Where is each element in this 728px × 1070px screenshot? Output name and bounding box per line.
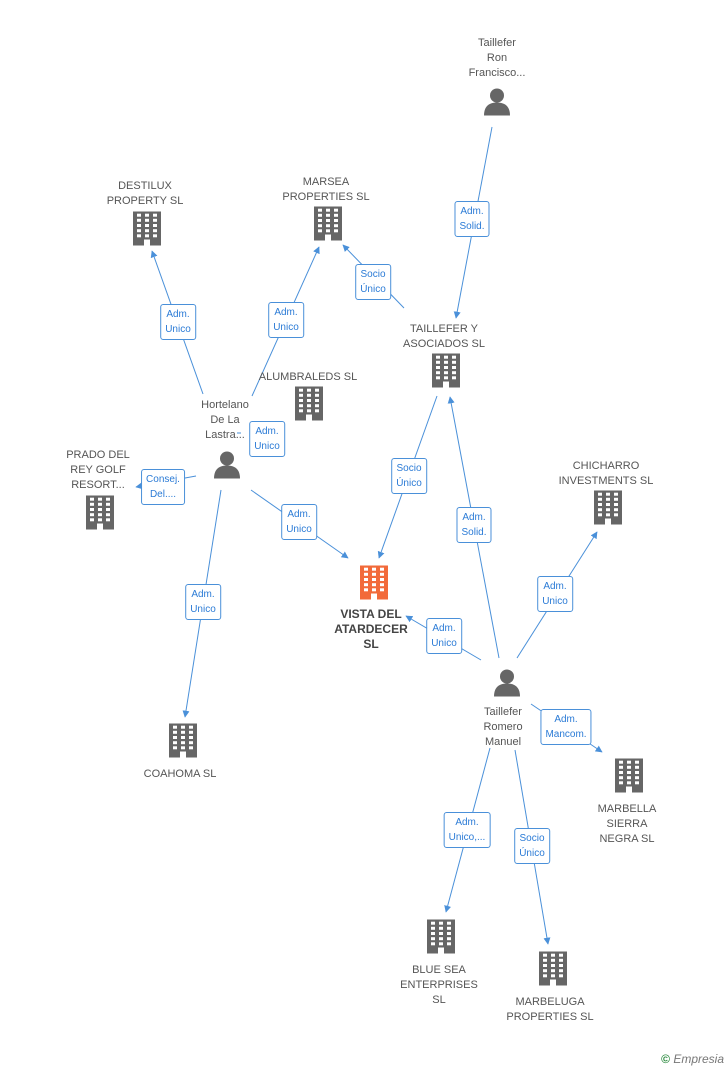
edge-label-taillefer_romero-to-blue_sea[interactable]: Adm. Unico,... bbox=[443, 812, 491, 848]
edge-label-taillefer_asociados-to-vista[interactable]: Socio Único bbox=[391, 458, 427, 494]
node-label-chicharro[interactable]: CHICHARRO INVESTMENTS SL bbox=[558, 460, 654, 487]
edges-layer bbox=[135, 126, 603, 945]
node-label-destilux[interactable]: DESTILUX PROPERTY SL bbox=[106, 180, 184, 207]
node-label-taillefer_ron[interactable]: Taillefer Ron Francisco... bbox=[468, 37, 526, 79]
building-icon-coahoma[interactable] bbox=[169, 723, 197, 763]
node-label-taillefer_asociados[interactable]: TAILLEFER Y ASOCIADOS SL bbox=[403, 323, 485, 350]
building-icon-marbeluga[interactable] bbox=[539, 951, 567, 991]
edge-label-taillefer_romero-to-taillefer_asociados[interactable]: Adm. Solid. bbox=[456, 507, 492, 543]
edge-label-taillefer_romero-to-chicharro[interactable]: Adm. Unico bbox=[537, 576, 573, 612]
node-label-alumbraleds[interactable]: ALUMBRALEDS SL bbox=[258, 371, 358, 383]
building-icon-chicharro[interactable] bbox=[594, 490, 622, 530]
footer-brand: © Empresia bbox=[661, 1052, 724, 1066]
building-icon-destilux[interactable] bbox=[133, 211, 161, 251]
edge-label-hortelano-to-marsea[interactable]: Adm. Unico bbox=[268, 302, 304, 338]
node-label-marbella_sierra[interactable]: MARBELLA SIERRA NEGRA SL bbox=[597, 803, 657, 845]
edge-label-hortelano-to-destilux[interactable]: Adm. Unico bbox=[160, 304, 196, 340]
edge-label-taillefer_romero-to-marbella_sierra[interactable]: Adm. Mancom. bbox=[540, 709, 592, 745]
node-label-blue_sea[interactable]: BLUE SEA ENTERPRISES SL bbox=[400, 964, 478, 1006]
building-icon-marbella_sierra[interactable] bbox=[615, 758, 643, 798]
node-label-marsea[interactable]: MARSEA PROPERTIES SL bbox=[282, 176, 370, 203]
copyright-symbol: © bbox=[661, 1052, 670, 1066]
edge-label-taillefer_romero-to-marbeluga[interactable]: Socio Único bbox=[514, 828, 550, 864]
node-label-coahoma[interactable]: COAHOMA SL bbox=[143, 768, 217, 780]
node-label-hortelano[interactable]: Hortelano De La Lastra... bbox=[201, 399, 249, 441]
building-icon-taillefer_asociados[interactable] bbox=[432, 353, 460, 393]
node-label-prado[interactable]: PRADO DEL REY GOLF RESORT... bbox=[66, 449, 130, 491]
building-icon-marsea[interactable] bbox=[314, 206, 342, 246]
person-icon-taillefer_romero[interactable] bbox=[493, 669, 521, 702]
edge-label-hortelano-to-coahoma[interactable]: Adm. Unico bbox=[185, 584, 221, 620]
edge-label-hortelano-to-prado[interactable]: Consej. Del.... bbox=[141, 469, 185, 505]
node-label-marbeluga[interactable]: MARBELUGA PROPERTIES SL bbox=[506, 996, 594, 1023]
edge-label-taillefer_asociados-to-marsea[interactable]: Socio Único bbox=[355, 264, 391, 300]
edge-label-taillefer_romero-to-vista[interactable]: Adm. Unico bbox=[426, 618, 462, 654]
person-icon-taillefer_ron[interactable] bbox=[483, 88, 511, 121]
edge-label-hortelano-to-alumbraleds[interactable]: Adm. Unico bbox=[249, 421, 285, 457]
edge-label-hortelano-to-vista[interactable]: Adm. Unico bbox=[281, 504, 317, 540]
building-icon-prado[interactable] bbox=[86, 495, 114, 535]
edge-label-taillefer_ron-to-taillefer_asociados[interactable]: Adm. Solid. bbox=[454, 201, 490, 237]
building-icon-alumbraleds[interactable] bbox=[295, 386, 323, 426]
node-label-vista[interactable]: VISTA DEL ATARDECER SL bbox=[334, 607, 408, 651]
node-label-taillefer_romero[interactable]: Taillefer Romero Manuel bbox=[483, 706, 523, 748]
brand-logo: Empresia bbox=[673, 1052, 724, 1066]
person-icon-hortelano[interactable] bbox=[213, 451, 241, 484]
building-icon-blue_sea[interactable] bbox=[427, 919, 455, 959]
building-icon-vista[interactable] bbox=[360, 565, 388, 605]
